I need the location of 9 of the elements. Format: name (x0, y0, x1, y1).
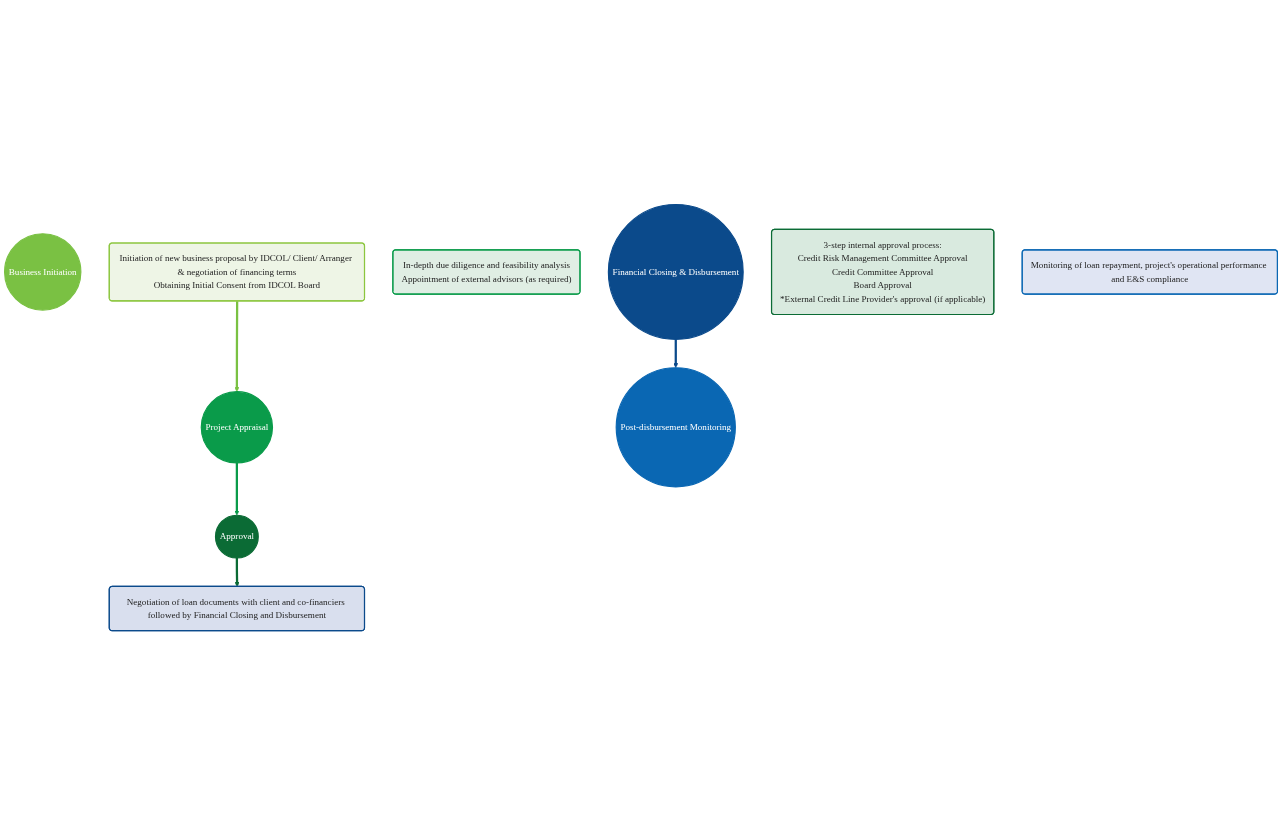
arrow (234, 301, 240, 392)
node-circle: Post-disbursement Monitoring (615, 367, 736, 488)
node-circle: Financial Closing & Disbursement (607, 203, 744, 340)
arrow (234, 462, 240, 516)
arrow (234, 557, 240, 587)
node-circle: Business Initiation (4, 233, 82, 311)
node-circle: Approval (214, 514, 259, 559)
arrow (673, 339, 679, 368)
node-circle: Project Appraisal (200, 391, 274, 464)
